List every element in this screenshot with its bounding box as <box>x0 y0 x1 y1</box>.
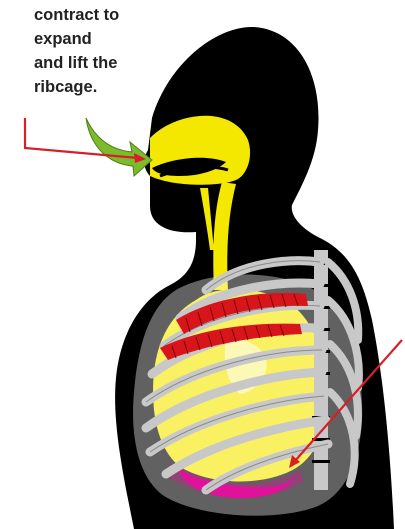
green-curved-arrow-icon <box>86 118 152 176</box>
leader-line-caption <box>25 118 146 163</box>
